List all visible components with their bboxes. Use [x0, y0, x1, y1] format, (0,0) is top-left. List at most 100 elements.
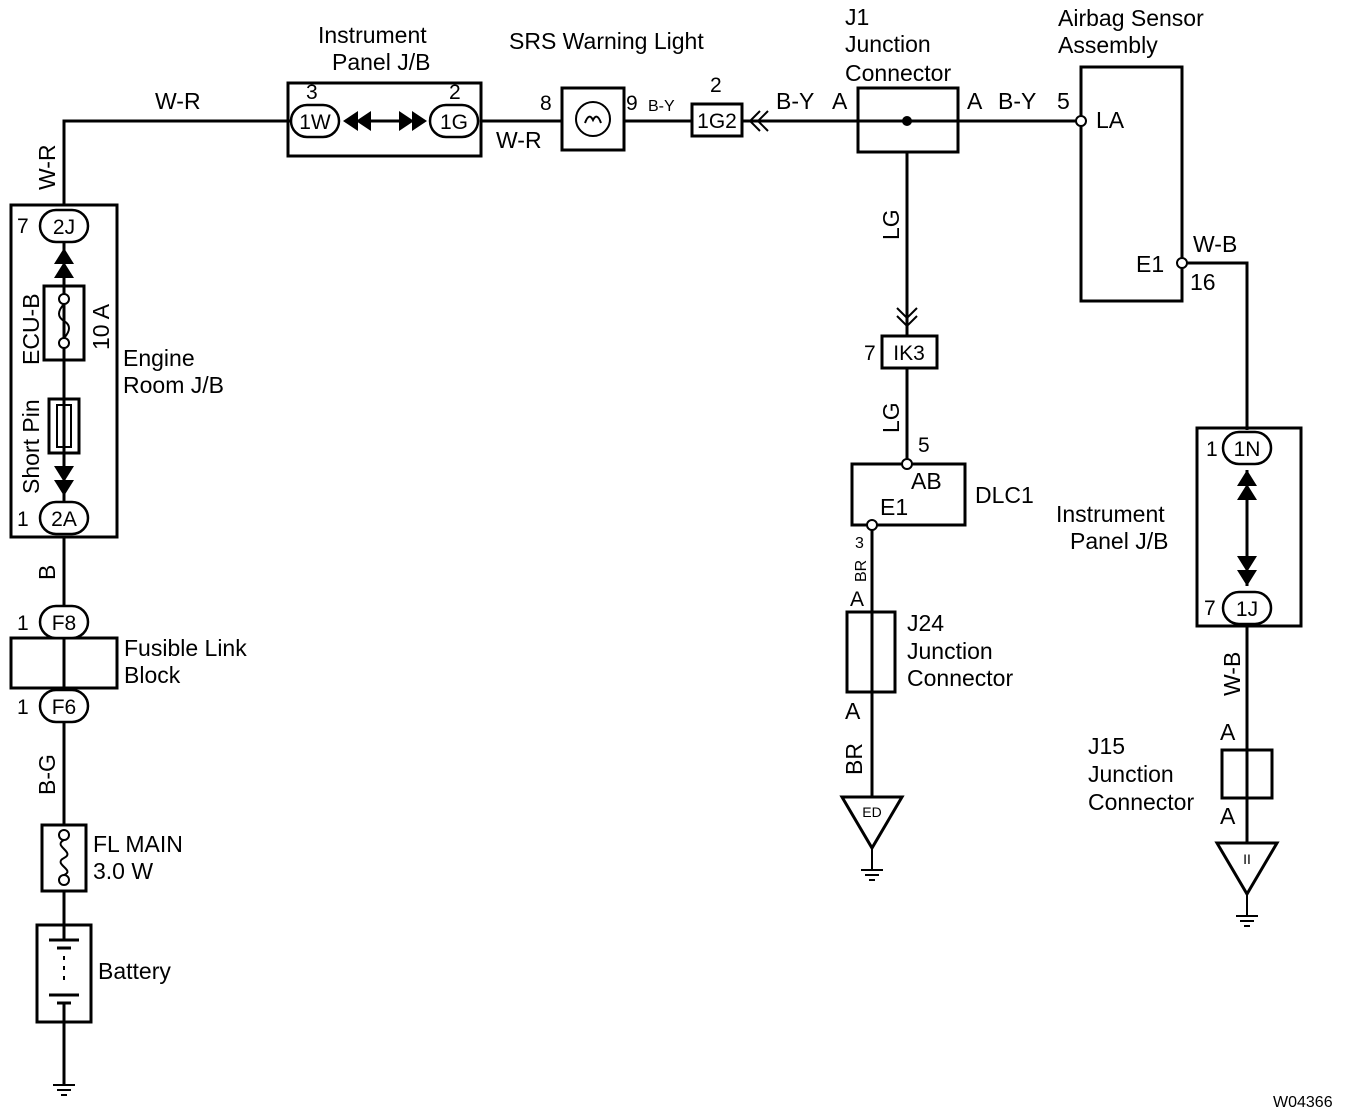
- pin-e1-airbag: E1: [1136, 251, 1164, 277]
- wire-label-b-y-1: B-Y: [648, 98, 675, 115]
- fusible-link-label-1: Fusible Link: [124, 635, 247, 661]
- j15-junction-connector: [1220, 748, 1274, 800]
- wire-label-b: B: [34, 565, 60, 580]
- instrument-panel-jb-label-2: Panel J/B: [332, 49, 430, 75]
- fl-main-label-1: FL MAIN: [93, 831, 183, 857]
- arrow-right-icon: [412, 111, 427, 131]
- connector-chevron-down-icon: [896, 307, 918, 320]
- dlc1-label: DLC1: [975, 482, 1034, 508]
- j15-label-2: Junction: [1088, 761, 1174, 787]
- connector-1g-label: 1G: [440, 111, 468, 134]
- pin-1-1n: 1: [1206, 438, 1218, 461]
- connector-f6-label: F6: [52, 696, 77, 719]
- battery: [35, 923, 93, 1024]
- srs-warning-light: [560, 86, 626, 152]
- fuse-ecu-b: [42, 284, 86, 362]
- j24-label-1: J24: [907, 610, 944, 636]
- j1-label-2: Junction: [845, 31, 931, 57]
- airbag-sensor-assembly: [1075, 65, 1188, 303]
- airbag-label-2: Assembly: [1058, 32, 1158, 58]
- engine-room-jb: 2J 2A: [9, 203, 119, 539]
- wire-label-w-r-top: W-R: [155, 88, 201, 114]
- connector-1w-label: 1W: [299, 111, 331, 134]
- connector-1g2: 1G2: [690, 102, 744, 138]
- pin-3-dlc: 3: [855, 535, 864, 552]
- splice-dot: [902, 116, 912, 126]
- instrument-panel-jb-top: 1W 1G: [286, 81, 483, 158]
- pin-a-j1-right: A: [967, 88, 983, 114]
- j24-label-3: Connector: [907, 665, 1013, 691]
- arrow-up-icon: [1237, 470, 1257, 486]
- pin-a-j24-bot: A: [845, 698, 861, 724]
- connector-ik3-label: IK3: [893, 342, 925, 365]
- j1-junction-connector: [856, 86, 960, 154]
- ground-ii-label: II: [1243, 851, 1251, 867]
- terminal-la: [1075, 115, 1087, 127]
- fl-main-label-2: 3.0 W: [93, 858, 153, 884]
- arrow-up-icon: [54, 248, 74, 264]
- connector-1n-label: 1N: [1234, 438, 1261, 461]
- wire-label-b-y-2: B-Y: [776, 88, 814, 114]
- pin-7-ik3: 7: [864, 342, 876, 365]
- pin-3: 3: [306, 81, 318, 104]
- connector-1w: [289, 103, 341, 139]
- instrument-panel-jb-label-1: Instrument: [318, 22, 427, 48]
- pin-a-j24-top: A: [850, 588, 864, 611]
- arrow-down-icon: [54, 480, 74, 496]
- dlc1: [850, 458, 967, 531]
- pin-5-dlc: 5: [918, 434, 930, 457]
- terminal-ab: [901, 458, 913, 470]
- pin-1-2a: 1: [17, 508, 29, 531]
- ground-ed: ED: [839, 795, 905, 881]
- engine-room-jb-label-2: Room J/B: [123, 372, 224, 398]
- connector-f8: [38, 604, 90, 640]
- ground-icon: [861, 869, 883, 881]
- arrow-left-icon: [343, 111, 358, 131]
- wire-label-b-y-3: B-Y: [998, 88, 1036, 114]
- j24-junction-connector: [845, 610, 897, 694]
- pin-e1-dlc: E1: [880, 494, 908, 520]
- j15-label-1: J15: [1088, 733, 1125, 759]
- connector-2j-label: 2J: [53, 216, 75, 239]
- pin-9: 9: [626, 92, 638, 115]
- pin-la: LA: [1096, 107, 1125, 133]
- connector-1n: [1221, 430, 1273, 466]
- ecu-b-label: ECU-B: [18, 293, 44, 365]
- pin-a-j15-bot: A: [1220, 803, 1236, 829]
- wire-label-w-r-mid: W-R: [496, 127, 542, 153]
- pin-2-jb: 2: [449, 81, 461, 104]
- connector-1g: [428, 103, 480, 139]
- battery-label: Battery: [98, 958, 171, 984]
- connector-1g2-label: 1G2: [697, 110, 737, 133]
- connector-1j-label: 1J: [1236, 598, 1258, 621]
- short-pin: [47, 397, 81, 455]
- pin-a-j15-top: A: [1220, 719, 1236, 745]
- arrow-down-icon: [1237, 570, 1257, 586]
- pin-5-airbag: 5: [1057, 88, 1070, 114]
- j1-label-1: J1: [845, 4, 869, 30]
- pin-ab: AB: [911, 468, 942, 494]
- figure-code: W04366: [1273, 1094, 1333, 1111]
- wire-label-w-b-1: W-B: [1193, 231, 1237, 257]
- instrument-panel-jb-right-label-2: Panel J/B: [1070, 528, 1168, 554]
- fusible-link-block: F8 F6: [9, 604, 119, 724]
- pin-8: 8: [540, 92, 552, 115]
- j1-label-3: Connector: [845, 60, 951, 86]
- connector-1j: [1221, 590, 1273, 626]
- wire-label-w-r-vertical: W-R: [34, 144, 60, 190]
- j24-label-2: Junction: [907, 638, 993, 664]
- fusible-link-label-2: Block: [124, 662, 181, 688]
- pin-7-1j: 7: [1204, 597, 1216, 620]
- pin-1-f8: 1: [17, 612, 29, 635]
- ground-ed-label: ED: [862, 804, 881, 820]
- fuse-rating-label: 10 A: [88, 303, 114, 350]
- fuse-icon: [58, 303, 70, 339]
- fl-main-fuse: [40, 823, 88, 893]
- j15-label-3: Connector: [1088, 789, 1194, 815]
- terminal-e1: [1176, 257, 1188, 269]
- wire-label-lg-2: LG: [878, 402, 904, 433]
- terminal-e1-dlc: [866, 519, 878, 531]
- wire-w-r-left: [62, 119, 290, 205]
- bulb-icon: [584, 115, 602, 124]
